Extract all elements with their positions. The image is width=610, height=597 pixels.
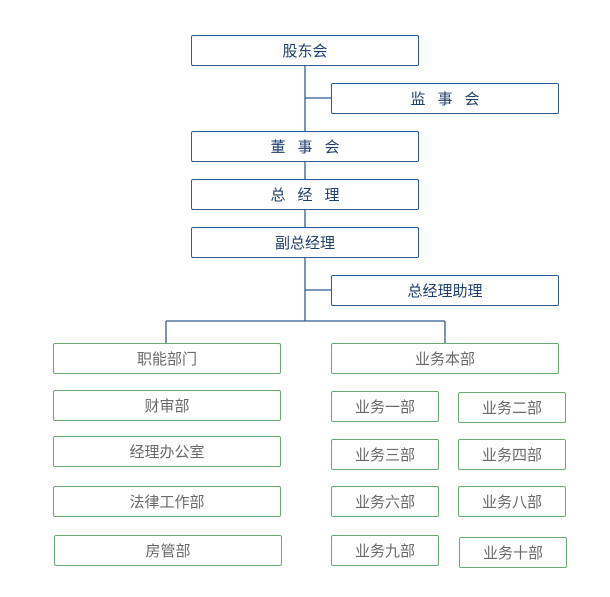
biz-10-box: 业务十部 <box>459 537 567 568</box>
biz-6-box: 业务六部 <box>331 486 439 517</box>
biz-8-box: 业务八部 <box>458 486 566 517</box>
board-box: 董事会 <box>191 131 419 162</box>
supervisors-box: 监事会 <box>331 83 559 114</box>
shareholders-box: 股东会 <box>191 35 419 66</box>
property-dept-label: 房管部 <box>145 542 191 560</box>
business-hq-label: 业务本部 <box>414 350 475 368</box>
biz-8-label: 业务八部 <box>481 493 542 511</box>
functional-dept-box: 职能部门 <box>53 343 281 374</box>
general-manager-box: 总经理 <box>191 179 419 210</box>
biz-10-label: 业务十部 <box>482 544 543 562</box>
gm-office-box: 经理办公室 <box>53 436 281 467</box>
biz-9-box: 业务九部 <box>331 535 439 566</box>
biz-3-label: 业务三部 <box>354 446 415 464</box>
legal-dept-label: 法律工作部 <box>129 493 205 511</box>
biz-4-box: 业务四部 <box>458 439 566 470</box>
biz-1-box: 业务一部 <box>331 391 439 422</box>
deputy-gm-label: 副总经理 <box>274 234 335 252</box>
functional-dept-label: 职能部门 <box>136 350 197 368</box>
finance-audit-label: 财审部 <box>144 397 190 415</box>
biz-2-box: 业务二部 <box>458 392 566 423</box>
deputy-gm-box: 副总经理 <box>191 227 419 258</box>
biz-1-label: 业务一部 <box>354 398 415 416</box>
business-hq-box: 业务本部 <box>331 343 559 374</box>
gm-assistant-label: 总经理助理 <box>407 282 483 300</box>
shareholders-label: 股东会 <box>282 42 328 60</box>
supervisors-label: 监事会 <box>410 90 492 108</box>
biz-4-label: 业务四部 <box>481 446 542 464</box>
gm-assistant-box: 总经理助理 <box>331 275 559 306</box>
finance-audit-box: 财审部 <box>53 390 281 421</box>
property-dept-box: 房管部 <box>54 535 282 566</box>
biz-6-label: 业务六部 <box>354 493 415 511</box>
gm-office-label: 经理办公室 <box>129 443 205 461</box>
general-manager-label: 总经理 <box>270 186 352 204</box>
biz-2-label: 业务二部 <box>481 399 542 417</box>
biz-9-label: 业务九部 <box>354 542 415 560</box>
legal-dept-box: 法律工作部 <box>53 486 281 517</box>
biz-3-box: 业务三部 <box>331 439 439 470</box>
board-label: 董事会 <box>270 138 352 156</box>
